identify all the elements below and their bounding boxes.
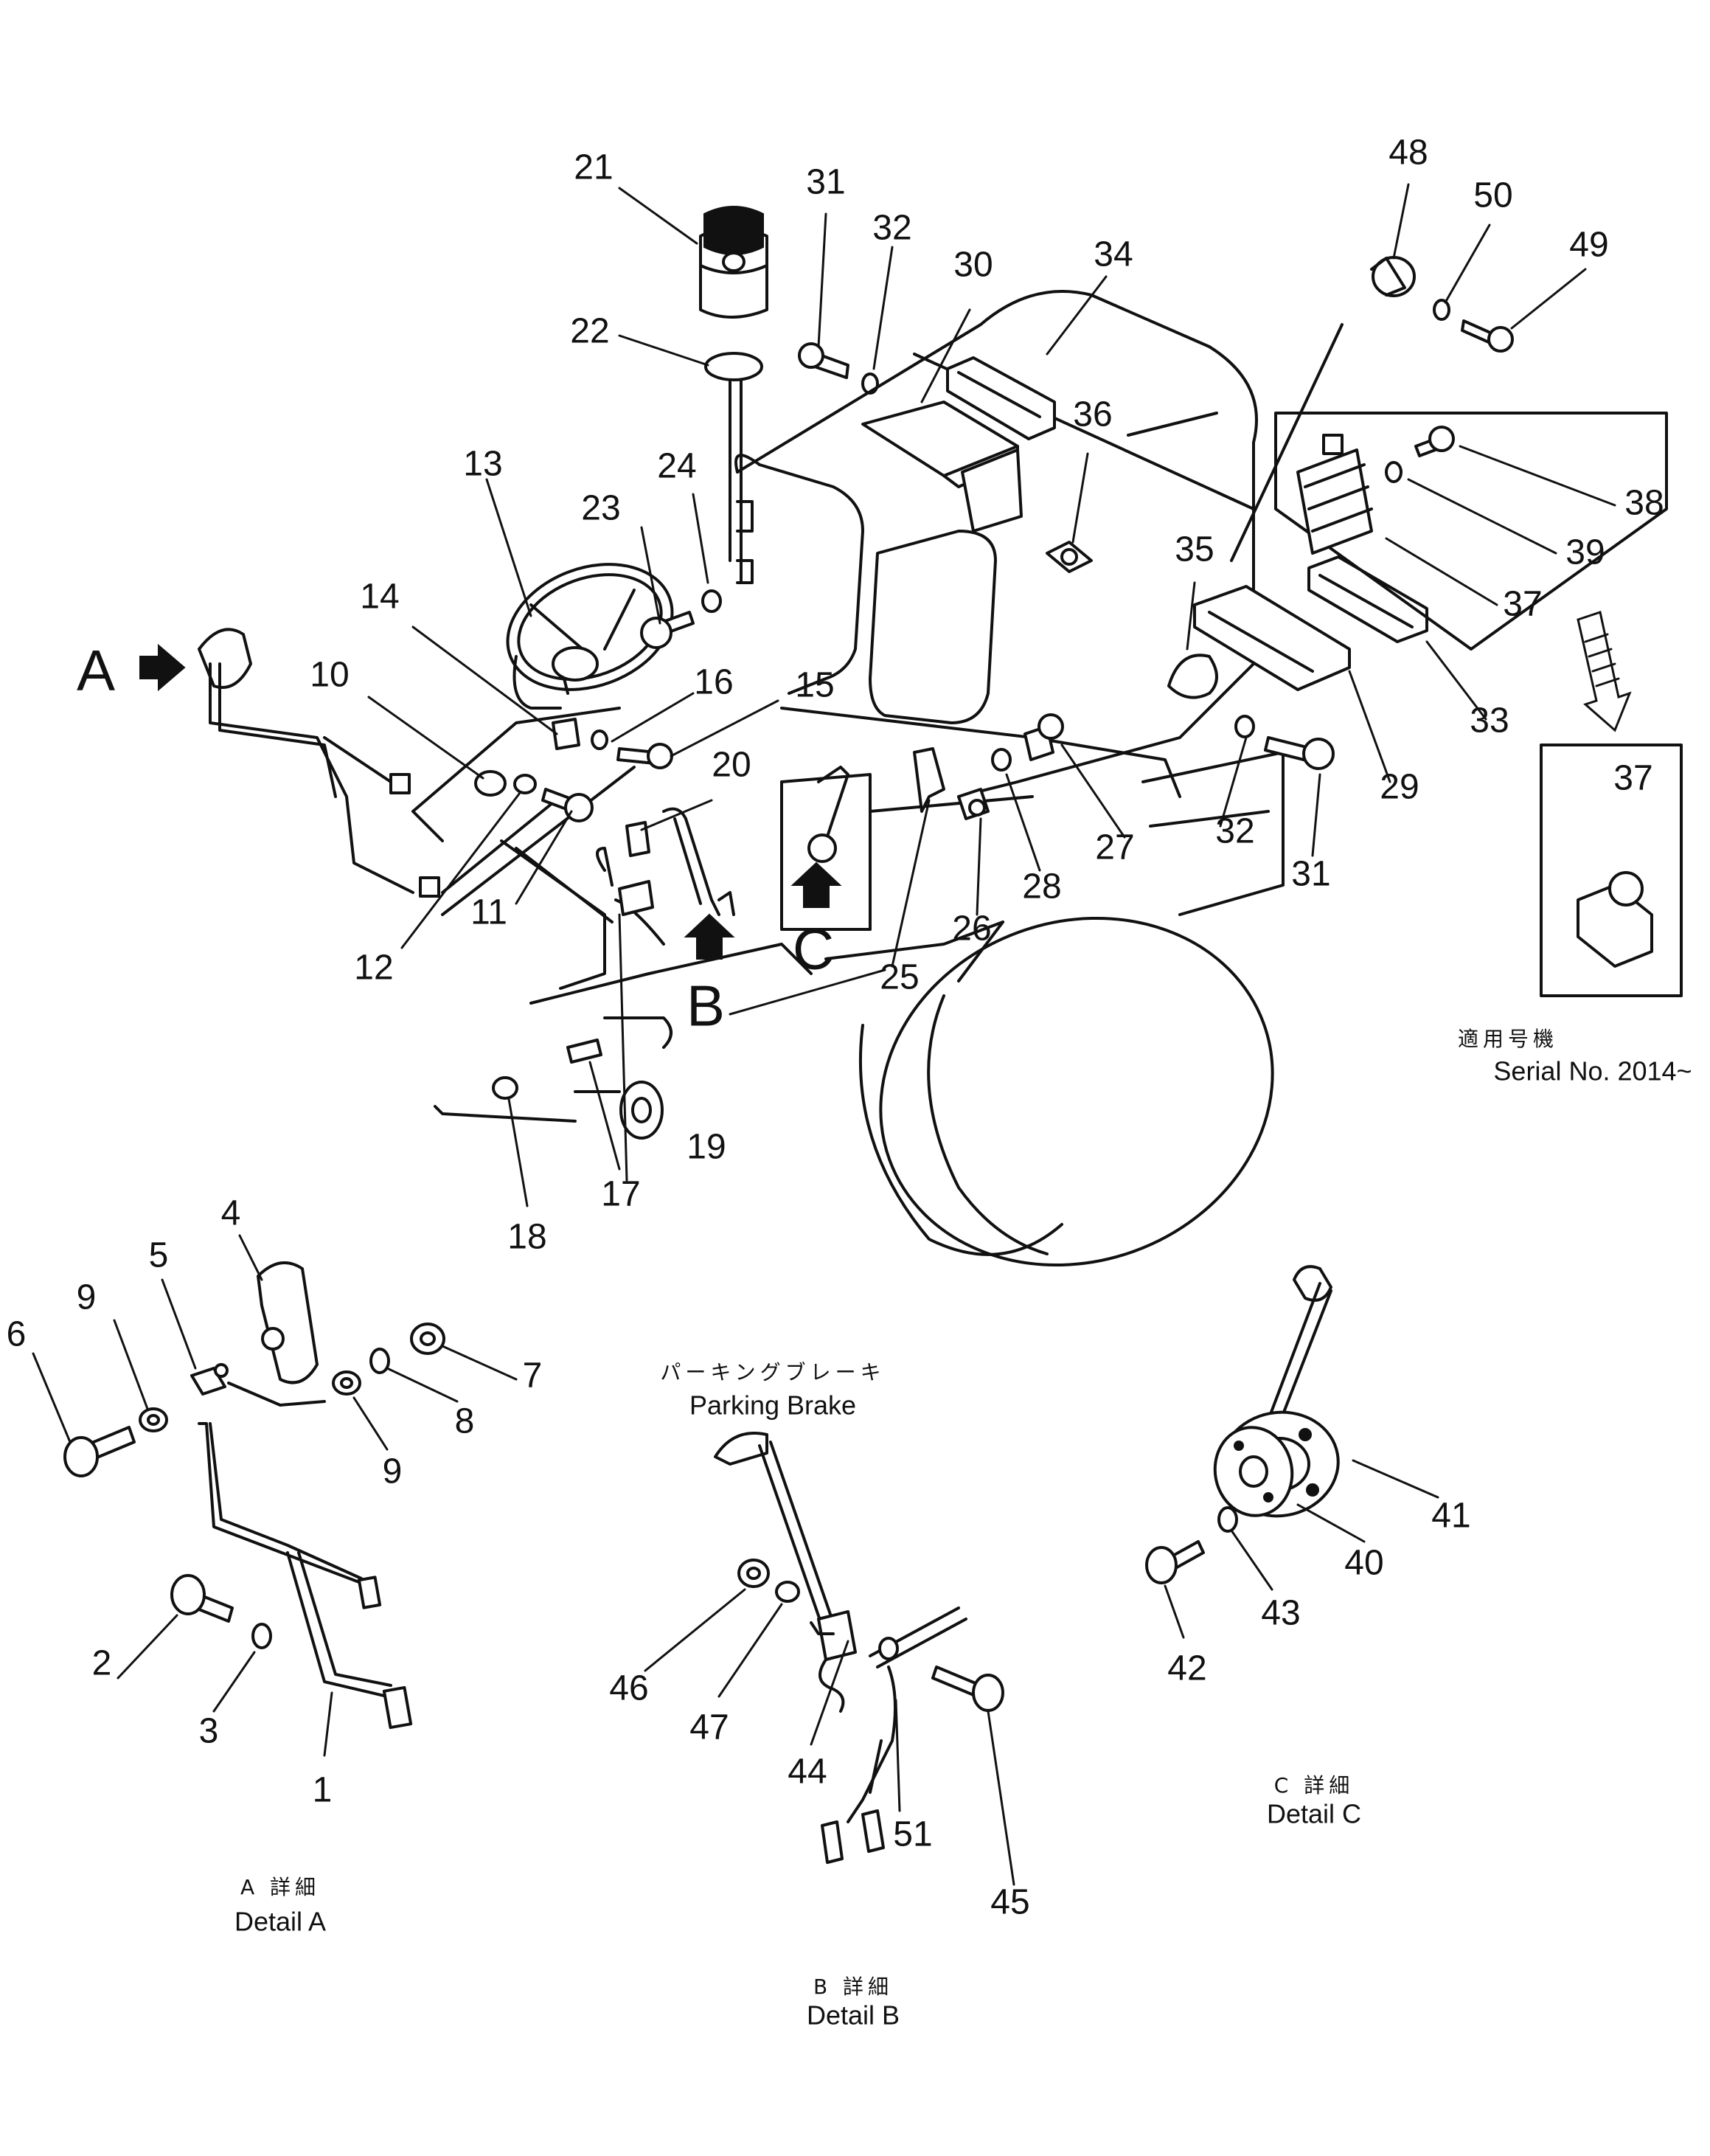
- detail-a-drawing: [32, 1234, 518, 1757]
- part-48: [1370, 256, 1416, 297]
- view-arrow-a: [139, 643, 186, 692]
- bracket-30: [861, 401, 1023, 533]
- view-marker-c: C: [793, 917, 834, 982]
- detail-c-jp: C 詳細: [1274, 1773, 1354, 1798]
- parking-brake-jp: パーキングブレーキ: [660, 1360, 885, 1384]
- detail-b-en: Detail B: [807, 2000, 900, 2031]
- callout-19: 19: [687, 1128, 726, 1167]
- callout-38: 38: [1624, 484, 1664, 523]
- callout-31-right: 31: [1291, 855, 1330, 894]
- hatched-arrow: [1577, 611, 1632, 732]
- callout-48: 48: [1388, 134, 1428, 173]
- callout-23: 23: [581, 489, 620, 528]
- detail-a-en: Detail A: [234, 1907, 326, 1937]
- callout-27: 27: [1095, 828, 1134, 867]
- callout-50: 50: [1473, 176, 1512, 215]
- callout-37: 37: [1503, 585, 1542, 624]
- machine-body: [411, 290, 1344, 1267]
- callout-18: 18: [507, 1218, 546, 1257]
- callout-28: 28: [1022, 867, 1061, 907]
- callout-44: 44: [788, 1753, 827, 1792]
- callout-16: 16: [694, 663, 733, 702]
- callout-14: 14: [360, 578, 399, 617]
- view-marker-b: B: [687, 974, 725, 1039]
- callout-49: 49: [1569, 226, 1608, 265]
- leader-lines: [367, 183, 1616, 1207]
- view-arrow-c: [790, 862, 842, 908]
- callout-13: 13: [463, 445, 502, 484]
- c-lever: [807, 766, 849, 863]
- callout-26: 26: [952, 909, 991, 949]
- callout-20: 20: [712, 746, 751, 785]
- control-lever: [662, 807, 735, 916]
- callout-24: 24: [657, 447, 696, 486]
- callout-30: 30: [953, 246, 993, 285]
- callout-5: 5: [149, 1236, 169, 1275]
- detail-b-drawing: [644, 1432, 1015, 1886]
- callout-46: 46: [609, 1669, 648, 1708]
- callout-45: 45: [990, 1883, 1029, 1922]
- callout-numbers: 21 31 32 30 34 48 50 49 22 36 38 13 24 2…: [7, 134, 1664, 1922]
- view-arrow-b: [684, 913, 735, 960]
- callout-43: 43: [1261, 1594, 1300, 1633]
- callout-7: 7: [523, 1356, 543, 1396]
- callout-15: 15: [795, 666, 834, 705]
- callout-32: 32: [872, 209, 911, 248]
- detail-a-jp: A 詳細: [240, 1875, 320, 1899]
- callout-2: 2: [92, 1644, 112, 1683]
- callout-29: 29: [1380, 768, 1419, 807]
- light-33: [1307, 555, 1428, 643]
- callout-1: 1: [313, 1771, 333, 1810]
- hardware: [474, 299, 1514, 1100]
- mirror-assembly: [198, 628, 440, 898]
- callout-51: 51: [893, 1815, 932, 1854]
- callout-10: 10: [310, 656, 349, 695]
- callout-9-right: 9: [383, 1452, 403, 1491]
- detail-b-jp: B 詳細: [813, 1975, 893, 1999]
- callout-3: 3: [199, 1712, 219, 1751]
- light-34: [946, 356, 1056, 440]
- callout-32-right: 32: [1215, 812, 1254, 851]
- inset-37-box: [1540, 743, 1683, 997]
- callout-4: 4: [221, 1194, 241, 1233]
- callout-37-inset: 37: [1613, 759, 1652, 798]
- callout-35: 35: [1175, 530, 1214, 569]
- callout-36: 36: [1073, 395, 1112, 434]
- steering-wheel: [506, 563, 674, 710]
- callout-40: 40: [1344, 1544, 1383, 1583]
- callout-31: 31: [806, 163, 845, 202]
- callout-12: 12: [354, 949, 393, 988]
- bracket-29: [1193, 585, 1351, 691]
- detail-c-en: Detail C: [1267, 1799, 1361, 1829]
- callout-9-left: 9: [77, 1278, 97, 1317]
- callout-34: 34: [1094, 235, 1133, 274]
- callout-21: 21: [574, 148, 613, 187]
- serial-label-jp: 適用号機: [1458, 1027, 1558, 1051]
- detail-c-drawing: [1145, 1265, 1439, 1639]
- callout-42: 42: [1167, 1649, 1206, 1688]
- callout-25: 25: [880, 958, 919, 997]
- callout-17: 17: [601, 1175, 640, 1214]
- callout-6: 6: [7, 1315, 27, 1354]
- callout-39: 39: [1565, 533, 1605, 572]
- beacon-mount: [704, 352, 763, 584]
- rotating-beacon: [699, 206, 768, 319]
- parking-brake-en: Parking Brake: [689, 1390, 856, 1421]
- callout-33: 33: [1470, 701, 1509, 741]
- part-36: [1046, 541, 1093, 573]
- serial-label-en: Serial No. 2014~: [1493, 1056, 1692, 1086]
- callout-41: 41: [1431, 1497, 1470, 1536]
- view-marker-a: A: [77, 638, 115, 703]
- cap-35: [1167, 654, 1218, 699]
- callout-47: 47: [689, 1708, 729, 1747]
- inset-37: [1274, 412, 1668, 651]
- callout-22: 22: [570, 312, 609, 351]
- callout-8: 8: [455, 1402, 475, 1441]
- callout-11: 11: [470, 893, 507, 932]
